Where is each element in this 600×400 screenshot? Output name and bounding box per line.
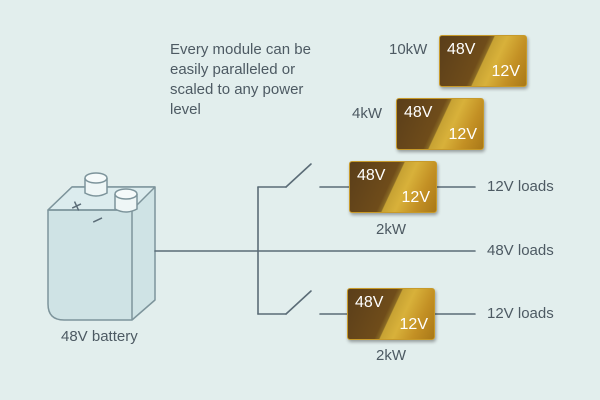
module-input-voltage: 48V <box>355 294 384 311</box>
scalability-note: Every module can be easily paralleled or… <box>170 41 311 118</box>
module-10kw-power-label: 10kW <box>389 41 428 58</box>
module-2kw-lower-power-label: 2kW <box>376 347 406 364</box>
converter-module-2kw-upper: 48V 12V <box>349 161 437 213</box>
module-2kw-upper-power-label: 2kW <box>376 221 406 238</box>
48v-loads-label: 48V loads <box>487 242 554 259</box>
switch-upper <box>285 163 312 188</box>
converter-module-2kw-lower: 48V 12V <box>347 288 435 340</box>
module-output-voltage: 12V <box>401 189 430 206</box>
upper-12v-loads-label: 12V loads <box>487 178 554 195</box>
battery-terminal-right <box>114 188 138 213</box>
converter-module-4kw: 48V 12V <box>396 98 484 150</box>
module-input-voltage: 48V <box>447 41 476 58</box>
battery-terminal-left <box>84 172 108 197</box>
module-4kw-power-label: 4kW <box>352 105 382 122</box>
converter-module-10kw: 48V 12V <box>439 35 527 87</box>
battery-icon: + − <box>47 172 156 321</box>
module-input-voltage: 48V <box>357 167 386 184</box>
switch-lower <box>285 290 312 315</box>
battery-label: 48V battery <box>61 328 138 345</box>
module-output-voltage: 12V <box>448 126 477 143</box>
lower-12v-loads-label: 12V loads <box>487 305 554 322</box>
module-output-voltage: 12V <box>491 63 520 80</box>
module-output-voltage: 12V <box>399 316 428 333</box>
module-input-voltage: 48V <box>404 104 433 121</box>
